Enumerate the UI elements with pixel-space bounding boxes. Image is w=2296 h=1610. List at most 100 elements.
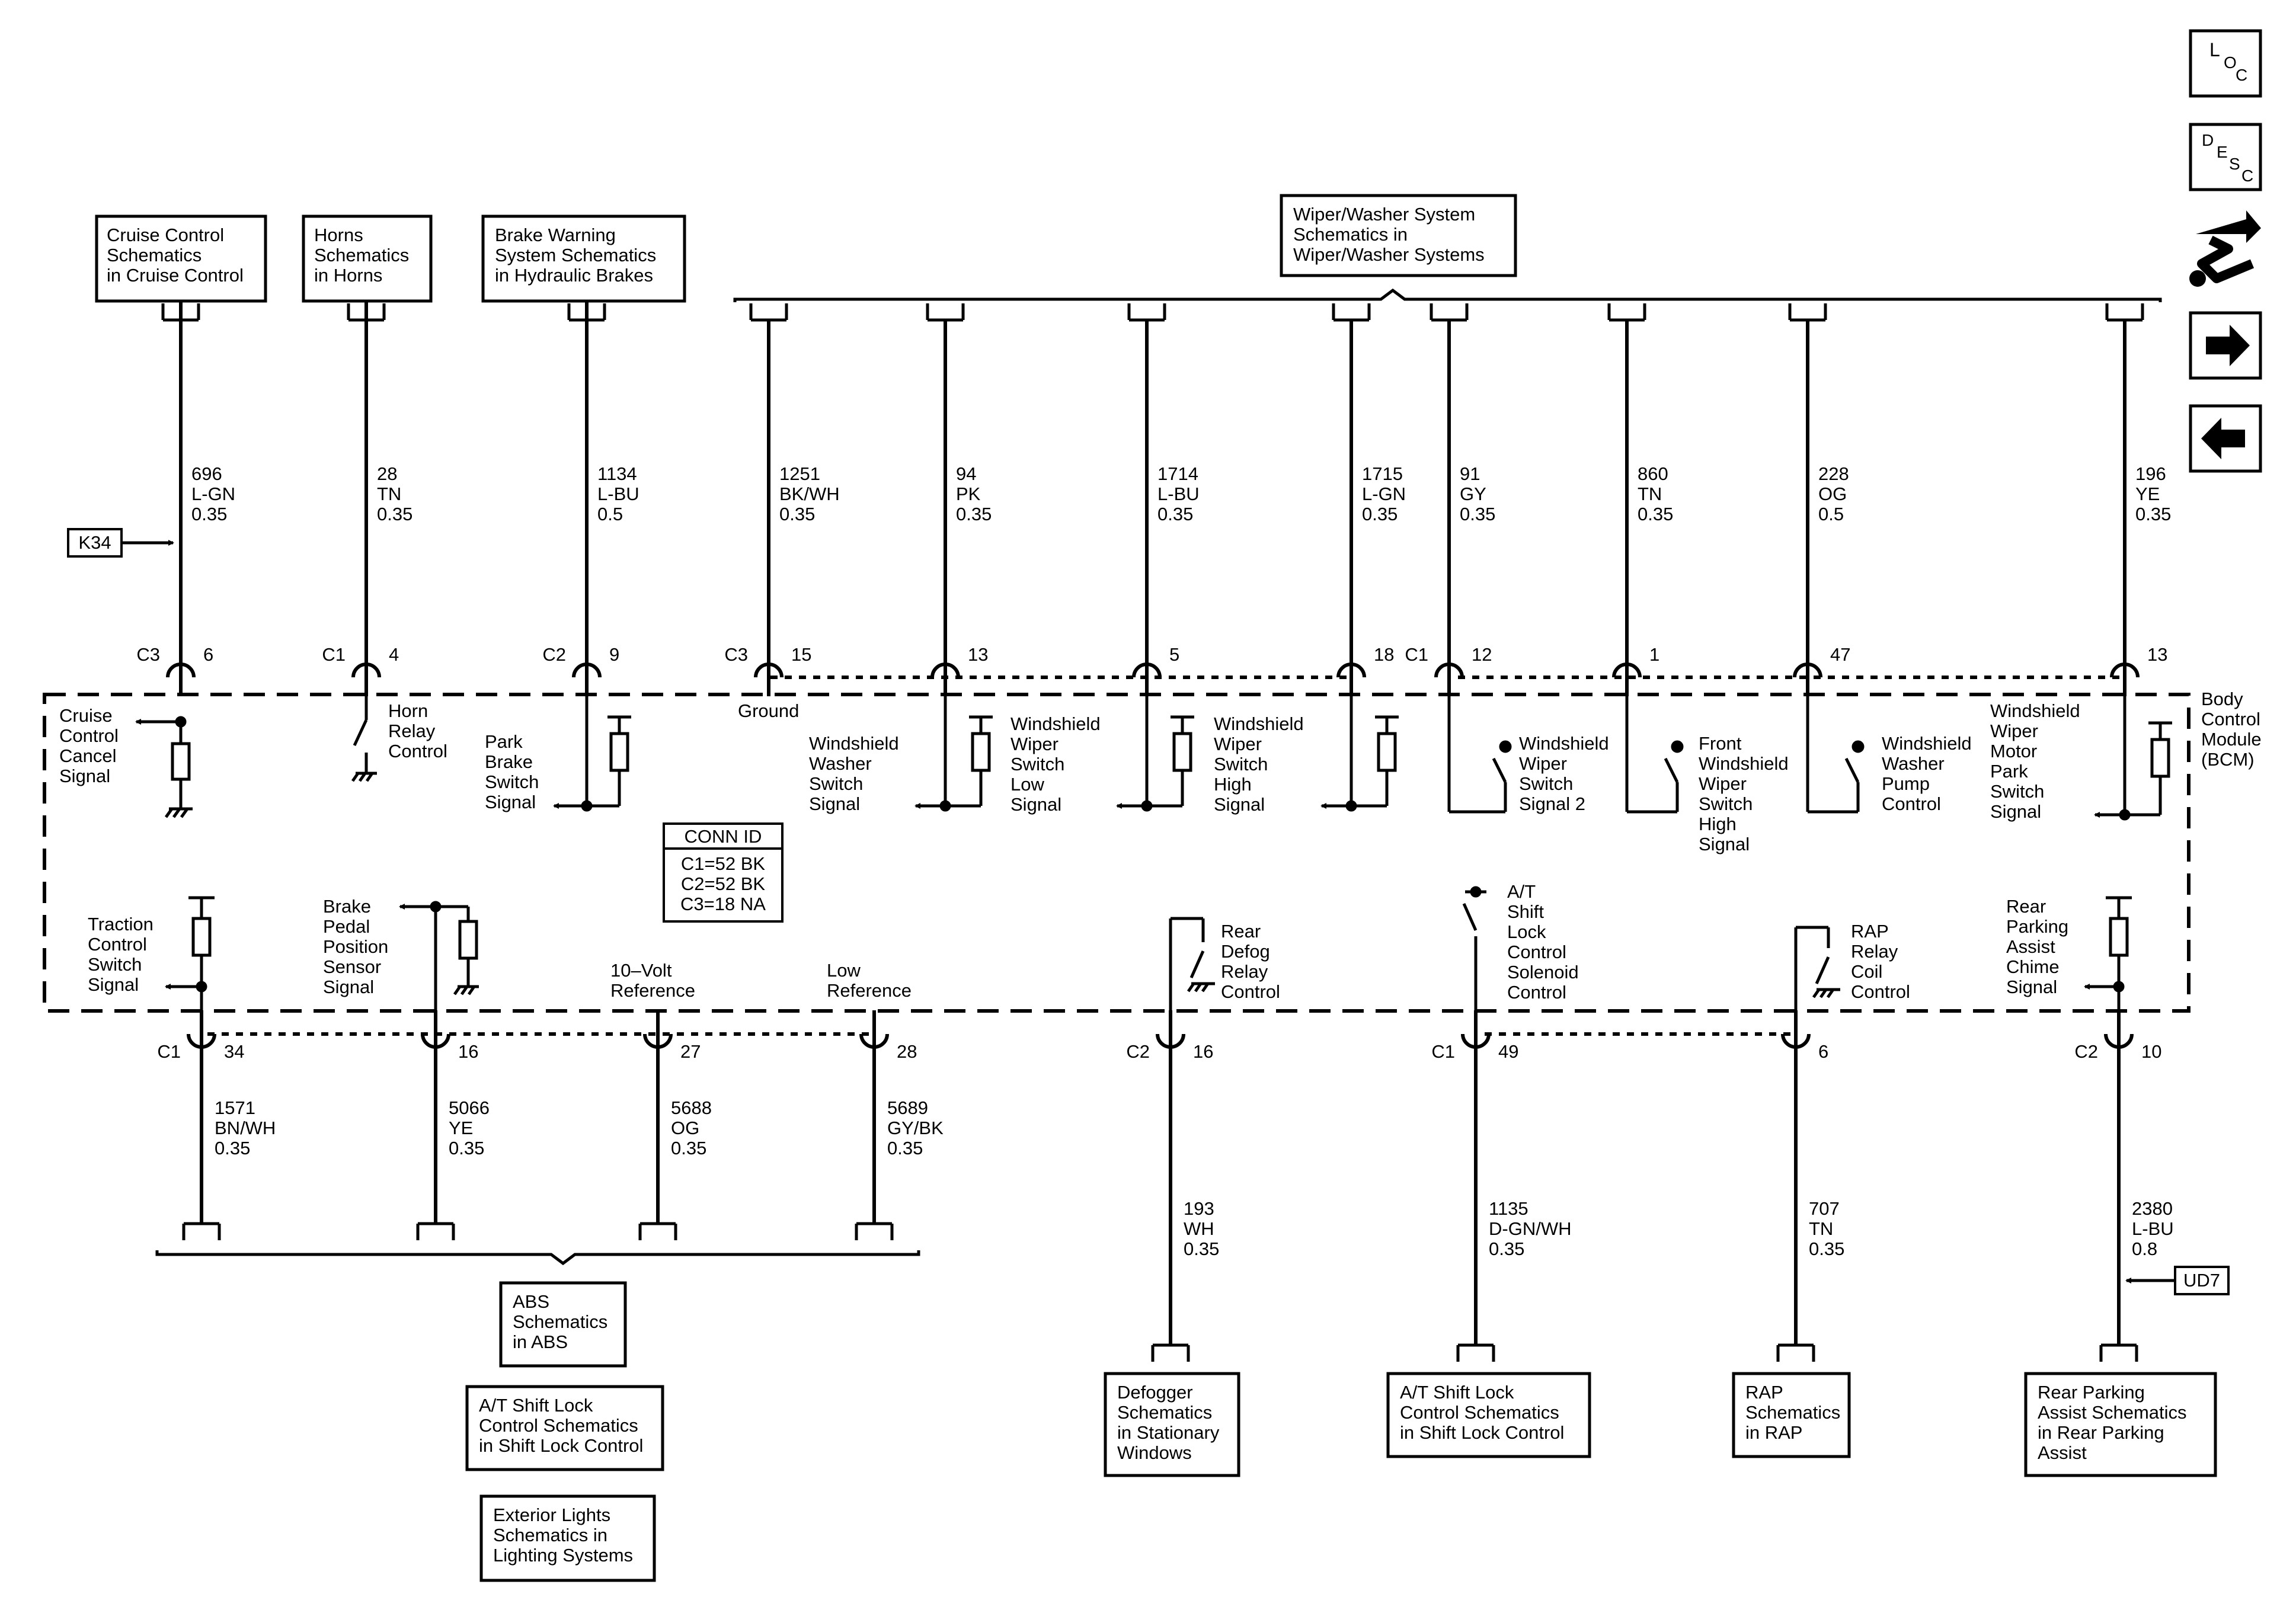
reference-box-line: A/T Shift Lock [1400,1382,1514,1403]
conn-id-line: C2=52 BK [681,873,766,894]
next-page-button[interactable] [2189,311,2262,380]
bcm-module-label: Body Control Module (BCM) [2201,689,2262,770]
circuit-function-label: Sensor [323,956,381,977]
reference-box-line: Wiper/Washer Systems [1293,244,1485,265]
circuit-function-label: Wiper [1011,734,1059,754]
wiper-signal2-switch [1447,696,1512,814]
circuit-function-label: A/T [1507,881,1536,902]
reference-box-line: Schematics in [493,1525,607,1545]
circuit-function-label: Coil [1851,961,1882,982]
circuit-function-label: Washer [809,753,872,774]
wire-spec: 0.35 [191,504,227,524]
wire-spec: 0.5 [1818,504,1844,524]
desc-button[interactable]: D E S C [2189,123,2262,191]
option-ud7-label: UD7 [2183,1270,2220,1291]
circuit-function-label: Signal [809,793,860,814]
bcm-internal-symbols [135,696,2172,1010]
circuit-function-label: Signal [2006,977,2057,997]
wire-spec: L-BU [2132,1218,2174,1239]
circuit-function-label: Signal [323,977,374,997]
circuit-function-label: Wiper [1519,753,1567,774]
circuit-function-label: Rear [1221,921,1261,942]
connector-id: C3 [136,644,160,665]
wire-spec: 696 [191,463,222,484]
connector-id: C3 [724,644,748,665]
circuit-function-label: Switch [88,954,142,975]
traction-control-resistor [165,896,215,1010]
circuit-function-label: Pedal [323,916,370,937]
wire-spec: BK/WH [779,484,840,504]
conn-id-table: CONN ID C1=52 BK C2=52 BK C3=18 NA [663,822,784,923]
reference-box-line: in Hydraulic Brakes [495,265,653,286]
circuit-function-label: Windshield [1990,700,2080,721]
circuit-function-label: Rear [2006,896,2046,917]
circuit-function-label: Signal [1990,801,2041,822]
circuit-function-label: Pump [1882,773,1930,794]
circuit-function-label: Windshield [1519,733,1609,754]
circuit-function-label: Relay [388,721,436,741]
circuit-function-label: Windshield [1011,713,1101,734]
pin-number: 34 [224,1041,244,1062]
wire-spec: 0.35 [2135,504,2171,524]
previous-page-button[interactable] [2189,404,2262,473]
loc-letter-c: C [2236,66,2247,84]
wire-spec: PK [956,484,981,504]
wiper-park-switch-resistor [2094,696,2172,821]
reference-box-line: Schematics in [1293,224,1408,245]
wire-spec: YE [2135,484,2160,504]
conn-id-title: CONN ID [685,826,762,847]
reference-box-line: Assist [2038,1442,2087,1463]
circuit-function-label: Relay [1221,961,1268,982]
wire-spec: 0.35 [671,1138,706,1158]
loc-button[interactable]: L O C [2189,29,2262,98]
circuit-function-label: Control [1507,982,1566,1003]
wire-spec: YE [449,1118,473,1138]
circuit-function-label: Chime [2006,956,2060,977]
circuit-function-label: Low [1011,774,1044,795]
top-circuit-5: 1714L-BU0.355WindshieldWiperSwitchLowSig… [1011,303,1200,815]
circuit-function-label: Ground [738,700,799,721]
bcm-label-line: (BCM) [2201,749,2255,770]
circuit-function-label: Assist [2006,936,2055,957]
circuit-function-label: Brake [323,896,371,917]
wire-spec: L-GN [191,484,235,504]
reference-box-line: in Rear Parking [2038,1422,2164,1443]
arrow-left-icon [2201,418,2245,459]
circuit-function-label: Signal [88,974,139,995]
pin-number: 12 [1472,644,1492,665]
circuit-function-label: Control [1507,942,1566,962]
wrench-arrows-icon[interactable] [2189,210,2261,287]
circuit-function-label: Windshield [809,733,899,754]
circuit-function-label: Windshield [1882,733,1972,754]
circuit-function-label: Control [388,741,447,761]
circuit-function-label: Wiper [1699,773,1747,794]
wire-spec: WH [1184,1218,1214,1239]
circuit-function-label: High [1699,814,1737,834]
circuit-function-label: Front [1699,733,1742,754]
connector-id: C1 [1405,644,1428,665]
wire-spec: 1135 [1489,1198,1528,1219]
wiper-high-resistor [1320,696,1399,812]
wire-spec: 0.35 [1489,1238,1524,1259]
wire-spec: 94 [956,463,976,484]
